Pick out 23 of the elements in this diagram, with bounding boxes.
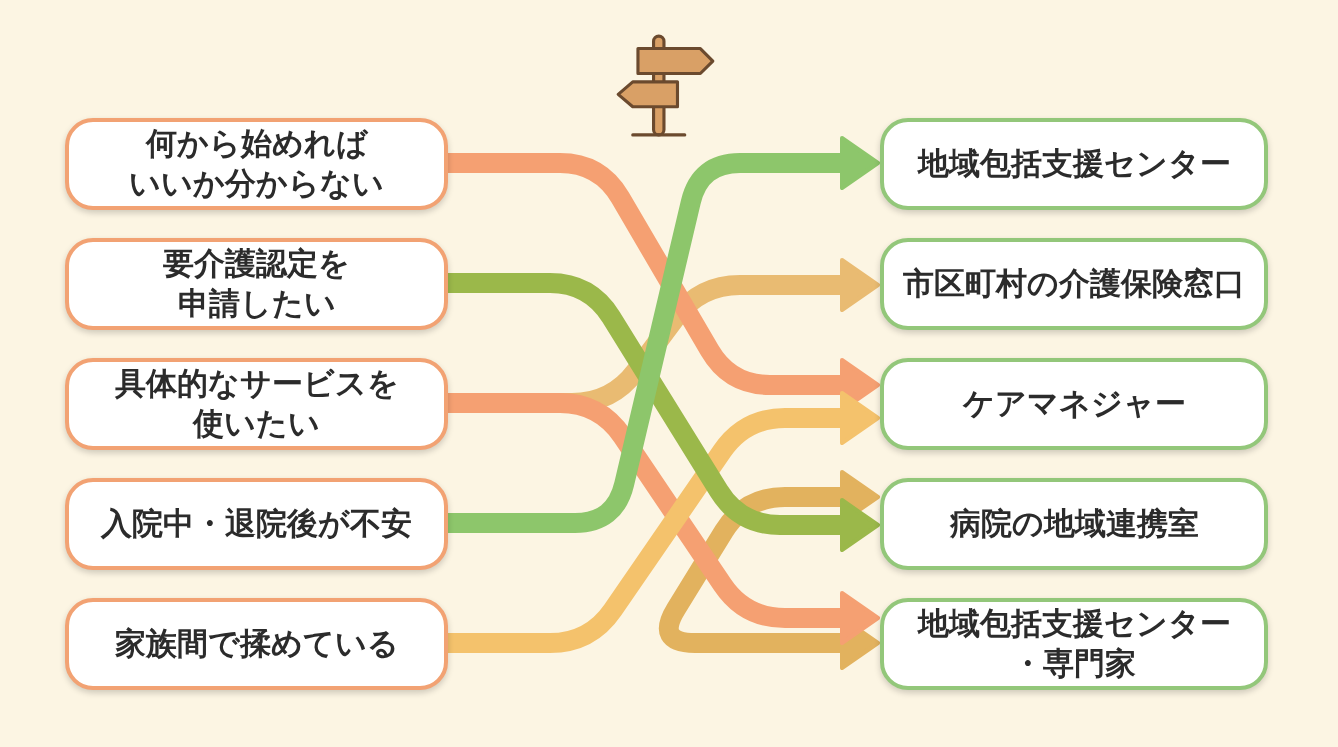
contact-box xyxy=(880,598,1268,690)
contact-box xyxy=(880,358,1268,450)
node-label: ケアマネジャー xyxy=(962,385,1186,423)
node-label: 入院中・退院後が不安 xyxy=(101,505,412,543)
concern-box xyxy=(65,238,448,330)
contact-box xyxy=(880,238,1268,330)
node-label: 何から始めればいいか分からない xyxy=(129,125,384,203)
node-label: 家族間で揉めている xyxy=(114,625,399,663)
contact-box xyxy=(880,118,1268,210)
arrow xyxy=(659,470,880,670)
node-label: 地域包括支援センター・専門家 xyxy=(917,605,1231,683)
concern-box xyxy=(65,478,448,570)
node-label: 要介護認定を申請したい xyxy=(163,245,350,323)
concern-box xyxy=(65,358,448,450)
concern-box xyxy=(65,598,448,690)
contact-box xyxy=(880,478,1268,570)
node-label: 地域包括支援センター xyxy=(917,145,1231,183)
arrow xyxy=(448,136,880,533)
arrow xyxy=(448,273,880,552)
node-label: 市区町村の介護保険窓口 xyxy=(903,265,1245,303)
node-label: 病院の地域連携室 xyxy=(949,505,1199,543)
node-label: 具体的なサービスを使いたい xyxy=(114,365,399,443)
concern-box xyxy=(65,118,448,210)
